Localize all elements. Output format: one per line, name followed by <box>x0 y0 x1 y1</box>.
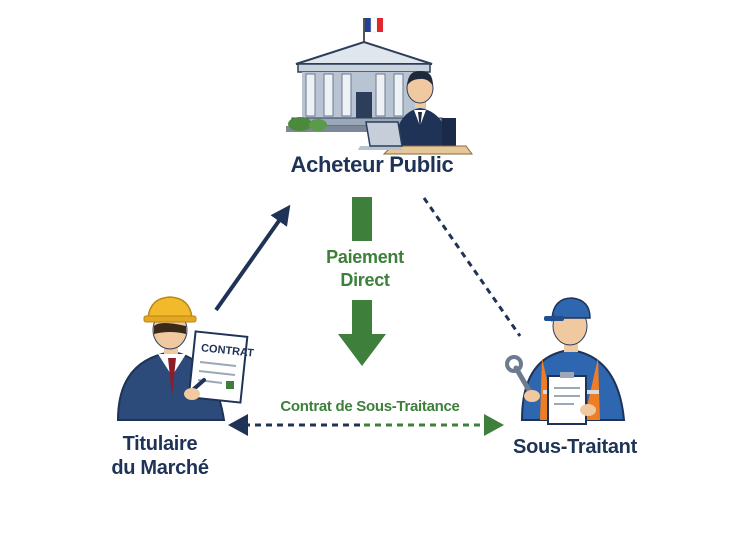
edge-label-contrat-sous-traitance: Contrat de Sous-Traitance <box>280 398 460 415</box>
sous-traitant-illustration <box>505 297 626 425</box>
edge-label-paiement-line1: Paiement <box>326 247 404 267</box>
cap-icon <box>544 297 591 322</box>
official-person-icon <box>394 70 456 148</box>
arrow-titulaire-to-acheteur <box>214 204 291 312</box>
contract-document-icon: CONTRAT <box>187 330 255 404</box>
pen-icon <box>184 378 206 400</box>
wrench-icon <box>505 355 540 402</box>
hard-hat-icon <box>143 296 197 323</box>
french-flag-icon <box>363 17 383 42</box>
node-label-titulaire-line1: Titulaire <box>122 433 198 455</box>
clipboard-icon <box>547 372 596 425</box>
node-label-sous-traitant: Sous-Traitant <box>513 436 637 458</box>
contract-document-label: CONTRAT <box>200 342 254 359</box>
node-label-acheteur-public: Acheteur Public <box>290 152 454 177</box>
edge-label-paiement-line2: Direct <box>340 270 390 290</box>
dashed-link-acheteur-sous-traitant <box>422 197 522 337</box>
titulaire-illustration: CONTRAT <box>116 296 255 421</box>
double-arrow-sous-traitance <box>228 414 504 436</box>
acheteur-public-illustration <box>286 17 473 155</box>
node-label-titulaire: Titulaire du Marché <box>80 432 240 480</box>
node-label-titulaire-line2: du Marché <box>111 457 209 479</box>
paiement-direct-arrow <box>338 197 386 366</box>
edge-label-paiement-direct: Paiement Direct <box>300 246 430 292</box>
desk-laptop-icon <box>358 121 473 155</box>
